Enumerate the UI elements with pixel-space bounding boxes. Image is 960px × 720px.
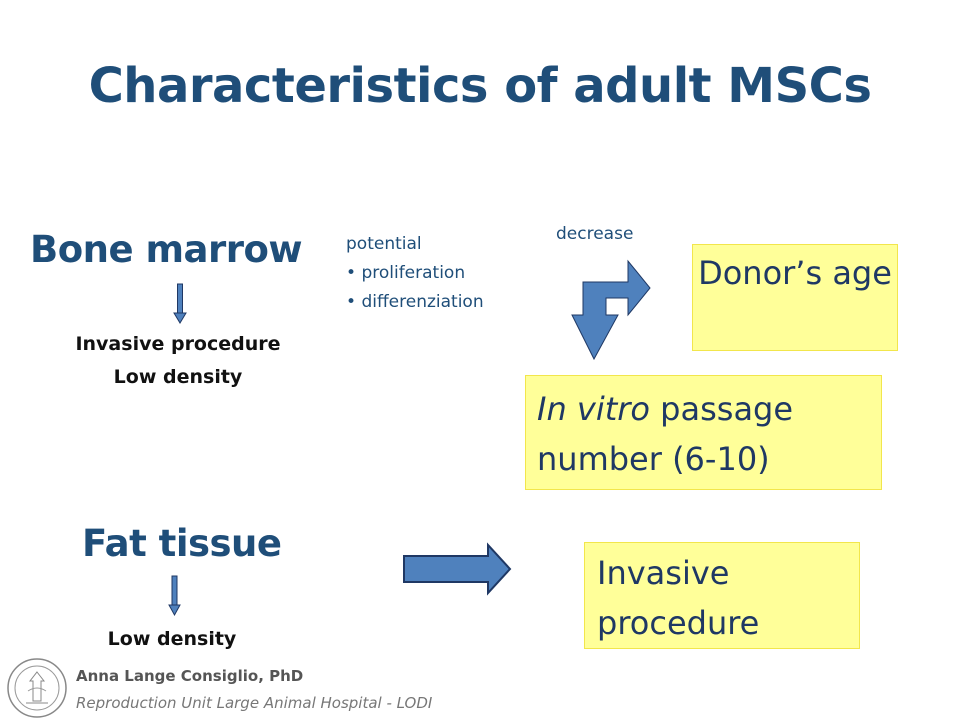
bone-marrow-heading: Bone marrow [30, 228, 303, 271]
decrease-label: decrease [556, 224, 634, 244]
donor-age-text: Donor’s age [698, 254, 892, 292]
bone-marrow-note-invasive: Invasive procedure [75, 333, 281, 355]
invasive-procedure-box: Invasive procedure [584, 542, 860, 649]
in-vitro-rest-text: passage number (6-10) [537, 390, 794, 478]
decrease-bent-arrow [571, 259, 651, 361]
fat-tissue-right-arrow [403, 542, 512, 596]
donor-age-box: Donor’s age [692, 244, 898, 351]
bone-marrow-note-density: Low density [113, 366, 243, 388]
footer-unit: Reproduction Unit Large Animal Hospital … [76, 694, 433, 712]
bone-marrow-down-arrow [173, 283, 187, 324]
potential-label: potential [346, 234, 422, 254]
potential-items: proliferation differenziation [346, 259, 484, 317]
fat-tissue-heading: Fat tissue [82, 522, 282, 565]
page-title: Characteristics of adult MSCs [88, 58, 872, 114]
university-seal-logo [7, 658, 67, 718]
fat-tissue-down-arrow [168, 575, 181, 617]
footer-author: Anna Lange Consiglio, PhD [76, 667, 303, 685]
footer-author-degree: , PhD [258, 667, 304, 685]
in-vitro-box: In vitro passage number (6-10) [525, 375, 882, 490]
fat-tissue-note-density: Low density [107, 628, 237, 650]
potential-item-proliferation: proliferation [346, 259, 484, 288]
in-vitro-italic-text: In vitro [537, 390, 650, 428]
fat-tissue-notes: Low density [72, 623, 272, 656]
potential-list: potential proliferation differenziation [346, 230, 484, 317]
invasive-procedure-text: Invasive procedure [597, 554, 760, 642]
potential-item-differenziation: differenziation [346, 288, 483, 317]
footer-author-name: Anna Lange Consiglio [76, 667, 259, 685]
bone-marrow-notes: Invasive procedure Low density [58, 328, 298, 394]
